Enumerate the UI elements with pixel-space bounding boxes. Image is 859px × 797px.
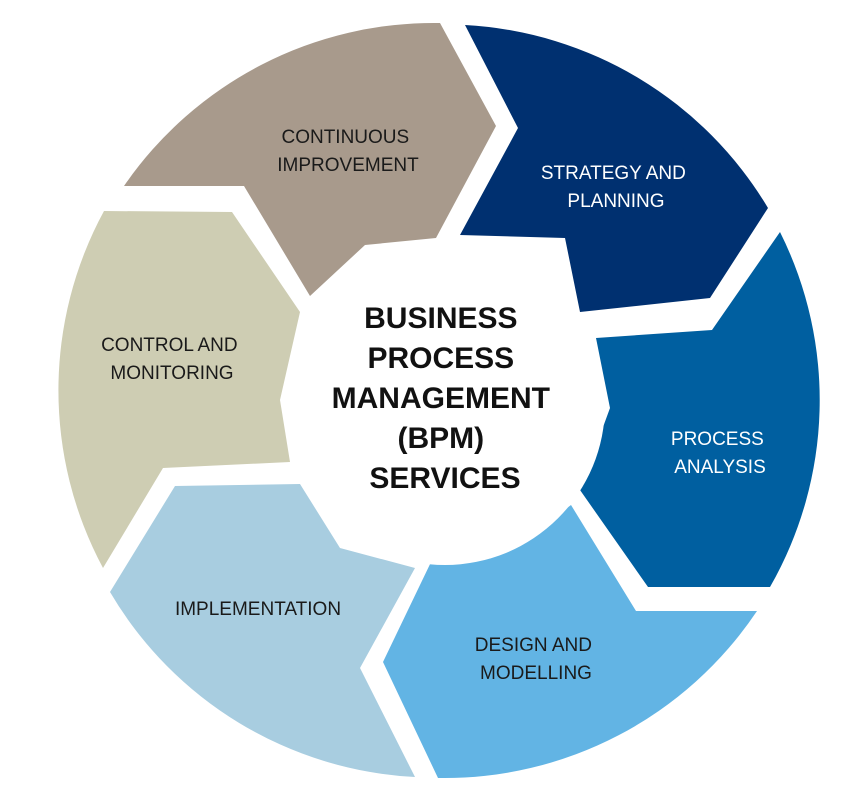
- segment-design-and-modelling: DESIGN AND MODELLING: [383, 505, 757, 779]
- segment-control-and-monitoring: CONTROL AND MONITORING: [58, 211, 301, 568]
- segment-strategy-and-planning: STRATEGY AND PLANNING: [460, 25, 768, 312]
- segment-label: PROCESS ANALYSIS: [671, 429, 769, 478]
- segment-label: IMPLEMENTATION: [175, 599, 341, 620]
- segment-shape: [580, 232, 820, 587]
- center-title: BUSINESS PROCESS MANAGEMENT (BPM) SERVIC…: [332, 302, 559, 495]
- center-circle: [285, 245, 605, 565]
- segment-label: STRATEGY AND PLANNING: [541, 163, 691, 212]
- segment-label: CONTROL AND MONITORING: [101, 335, 243, 384]
- segment-label: DESIGN AND MODELLING: [475, 635, 597, 684]
- segment-implementation: IMPLEMENTATION: [110, 484, 415, 777]
- segment-shape: [124, 22, 496, 296]
- segment-shape: [110, 484, 415, 777]
- segment-shape: [383, 505, 757, 779]
- segment-process-analysis: PROCESS ANALYSIS: [580, 232, 820, 587]
- segment-label: CONTINUOUS IMPROVEMENT: [277, 127, 419, 176]
- segment-continuous-improvement: CONTINUOUS IMPROVEMENT: [124, 22, 496, 296]
- segment-shape: [58, 211, 301, 568]
- segment-shape: [460, 25, 768, 312]
